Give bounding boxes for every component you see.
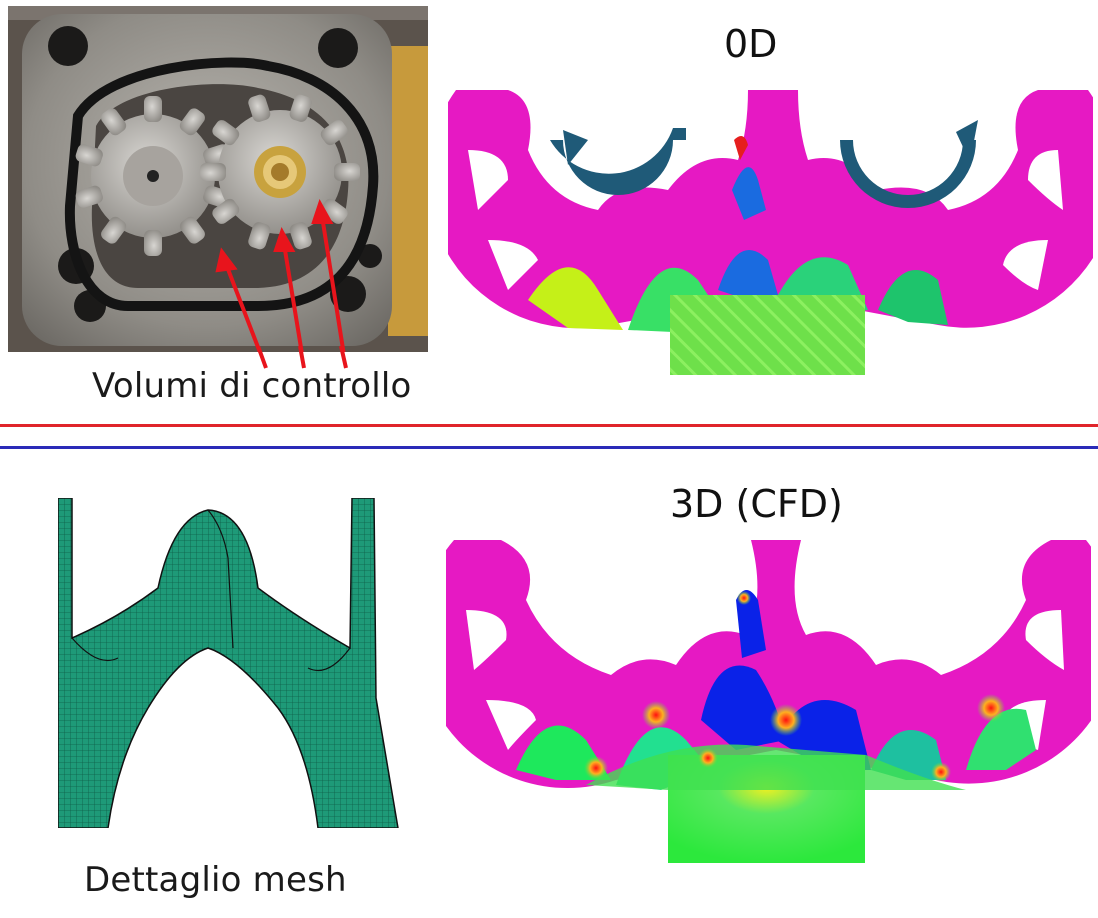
mesh-detail	[58, 498, 408, 828]
annotation-arrows-tail	[256, 346, 348, 369]
cfd-diagram	[446, 540, 1091, 870]
divider-blue	[0, 446, 1098, 449]
gear-pump-photo	[8, 6, 428, 352]
mesh-caption: Dettaglio mesh	[84, 860, 347, 900]
photo-caption: Volumi di controllo	[92, 366, 412, 406]
zero-d-diagram	[448, 90, 1093, 380]
divider-red	[0, 424, 1098, 427]
zero-d-title: 0D	[724, 22, 778, 66]
cfd-title: 3D (CFD)	[670, 482, 843, 526]
